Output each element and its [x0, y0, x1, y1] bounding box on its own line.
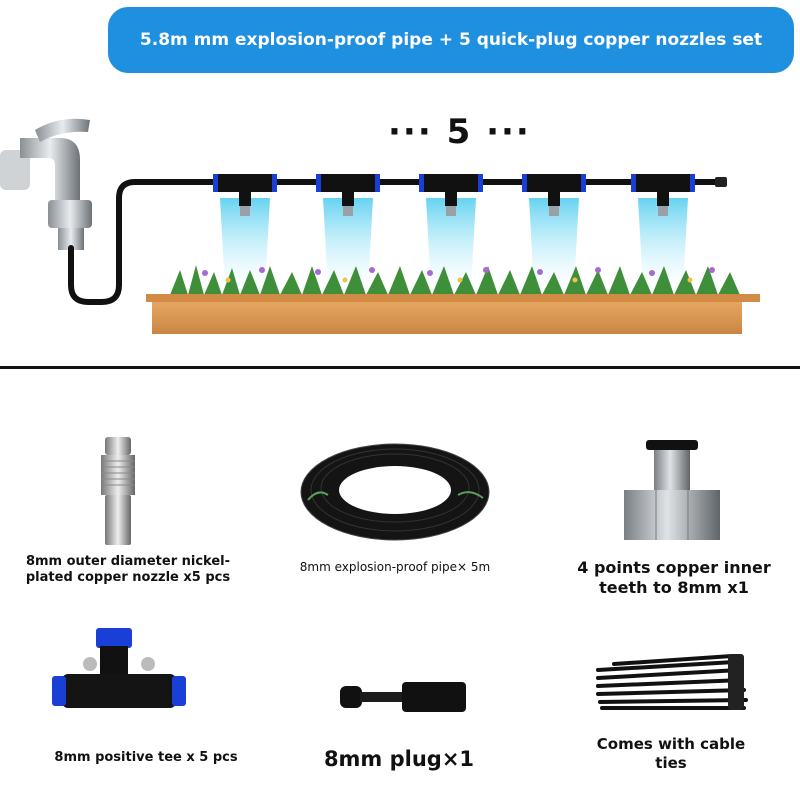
pipe-coil-icon: [300, 443, 490, 541]
installation-illustration: [0, 118, 760, 334]
nozzle-caption: 8mm outer diameter nickel-plated copper …: [25, 554, 231, 586]
nozzle-count-label: ··· 5 ···: [388, 112, 531, 152]
plug-product: [340, 680, 468, 714]
banner-title: 5.8m mm explosion-proof pipe + 5 quick-p…: [139, 30, 763, 50]
adapter-caption: 4 points copper inner teeth to 8mm x1: [577, 558, 771, 597]
plug-caption: 8mm plug×1: [323, 747, 475, 771]
section-divider: [0, 366, 800, 369]
nozzle-icon: [101, 437, 135, 545]
pipe-line: [68, 179, 723, 305]
tee-product: [52, 628, 186, 718]
cable-ties-product: [594, 650, 754, 714]
tee-caption: 8mm positive tee x 5 pcs: [54, 750, 238, 765]
tee-icon: [52, 628, 186, 708]
adapter-icon: [624, 440, 720, 540]
cable-ties-caption: Comes with cable ties: [596, 735, 746, 772]
adapter-product: [624, 440, 720, 540]
faucet-icon: [0, 118, 92, 250]
pipe-product: [298, 440, 492, 544]
pipe-caption: 8mm explosion-proof pipe× 5m: [299, 560, 491, 574]
title-banner: 5.8m mm explosion-proof pipe + 5 quick-p…: [108, 7, 794, 73]
tee-connectors: [213, 174, 695, 288]
plug-icon: [340, 682, 466, 712]
nozzle-product: [95, 437, 141, 547]
cable-ties-icon: [596, 654, 748, 710]
planter-box-icon: [146, 294, 760, 334]
